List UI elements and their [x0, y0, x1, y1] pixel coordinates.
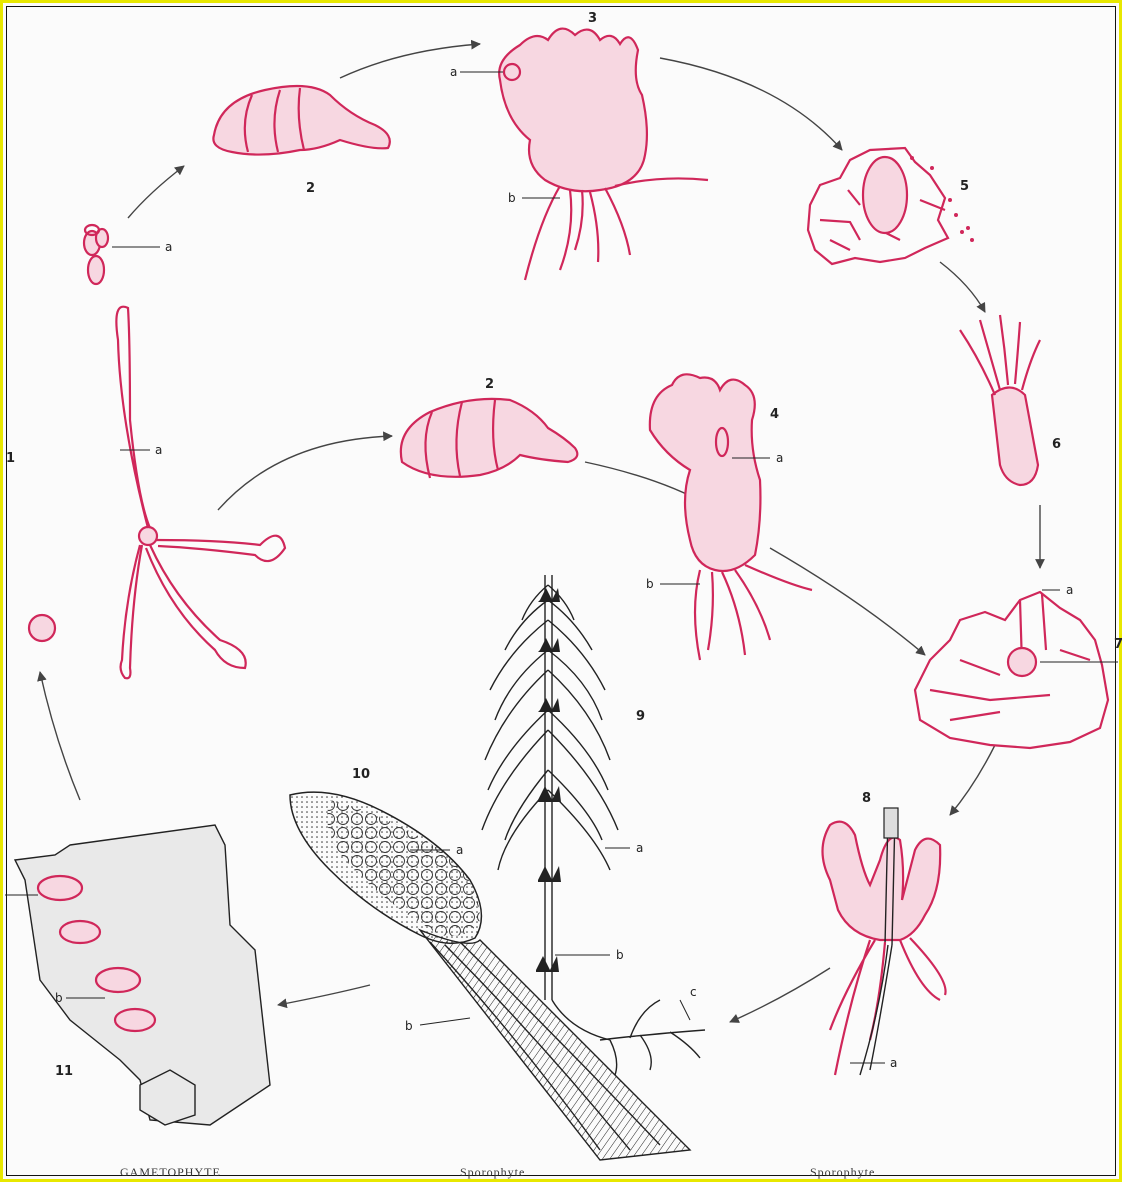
captions: GAMETOPHYTE Sporophyte Sporophyte — [120, 1165, 875, 1179]
label-a: a — [456, 843, 463, 857]
sporangium — [38, 876, 82, 900]
label-c: c — [690, 985, 697, 999]
arrow-3-to-5 — [660, 58, 842, 150]
label-a: a — [165, 240, 172, 254]
label-a: a — [155, 443, 162, 457]
arrow-8-to-9 — [730, 968, 830, 1022]
sporophyte-tip — [884, 808, 898, 838]
stage-2a-young-gametophyte: 2 — [213, 86, 389, 196]
stage-number: 3 — [588, 11, 597, 26]
node-whorls — [482, 585, 618, 870]
arrow-spore-to-2a — [128, 166, 184, 218]
caption-sporophyte-right: Sporophyte — [810, 1165, 875, 1179]
stage-number: 8 — [862, 791, 871, 806]
elater — [146, 545, 246, 668]
label-a: a — [776, 451, 783, 465]
rhizoids — [695, 565, 812, 660]
caption-sporophyte-middle: Sporophyte — [460, 1165, 525, 1179]
stage-4-gametophyte: a b 4 — [646, 374, 812, 660]
stage-6-sperm: 6 — [960, 315, 1061, 485]
label-b: b — [55, 991, 63, 1005]
label-b: b — [405, 1019, 413, 1033]
stage-10-strobilus: a b 10 — [290, 767, 690, 1160]
egg-cell — [1008, 648, 1036, 676]
arrow-7-to-8 — [950, 745, 995, 815]
stage-number: 2 — [485, 377, 494, 392]
peltate-stalk — [15, 825, 270, 1125]
stage-number: 10 — [352, 767, 370, 782]
stage-7-archegonium: a 7 — [915, 583, 1122, 748]
sporangium — [115, 1009, 155, 1031]
spore — [139, 527, 157, 545]
label-a: a — [636, 841, 643, 855]
gametophyte-thallus — [650, 374, 761, 571]
stage-number: 1 — [6, 451, 15, 466]
arrow-4-to-7 — [770, 548, 925, 655]
arrow-11-to-spore — [40, 672, 80, 800]
label-b: b — [646, 577, 654, 591]
arrow-1-to-2b — [218, 436, 392, 510]
label-a: a — [890, 1056, 897, 1070]
label-a: a — [450, 65, 457, 79]
stage-number: 5 — [960, 179, 969, 194]
elater — [121, 545, 142, 678]
arrow-10-to-11 — [278, 985, 370, 1005]
elater — [156, 536, 285, 561]
stage-11-sporangiophore: b 11 — [5, 825, 270, 1125]
stage-number: 6 — [1052, 437, 1061, 452]
antheridium — [863, 157, 907, 233]
leader-line — [680, 1000, 690, 1020]
stage-number: 9 — [636, 709, 645, 724]
stage-2b-young-gametophyte: 2 — [401, 377, 577, 478]
stage-8-young-sporophyte: a 8 — [823, 791, 946, 1075]
sporangium — [96, 968, 140, 992]
stage-number: 4 — [770, 407, 779, 422]
gametophyte-thallus — [499, 29, 647, 192]
gametophyte-thallus — [823, 822, 941, 940]
spore-cell — [88, 256, 104, 284]
sporangium — [60, 921, 100, 943]
sperm-body — [992, 388, 1038, 486]
arrow-2a-to-3 — [340, 44, 480, 78]
stage-number: 2 — [306, 181, 315, 196]
free-spore — [29, 615, 55, 641]
flagella — [960, 315, 1040, 395]
rhizoids — [830, 938, 946, 1075]
label-b: b — [616, 948, 624, 962]
stage-number: 7 — [1114, 637, 1122, 652]
leader-line — [420, 1018, 470, 1025]
arrow-5-to-6 — [940, 262, 985, 312]
caption-gametophyte: GAMETOPHYTE — [120, 1165, 221, 1179]
stage-5-antheridium: 5 — [808, 148, 974, 264]
label-b: b — [508, 191, 516, 205]
stage-number: 11 — [55, 1064, 73, 1079]
spore-cluster: a — [84, 225, 172, 284]
elater — [116, 307, 150, 528]
rhizoids — [525, 178, 708, 280]
label-a: a — [1066, 583, 1073, 597]
stage-3-gametophyte: a b 3 — [450, 11, 708, 280]
